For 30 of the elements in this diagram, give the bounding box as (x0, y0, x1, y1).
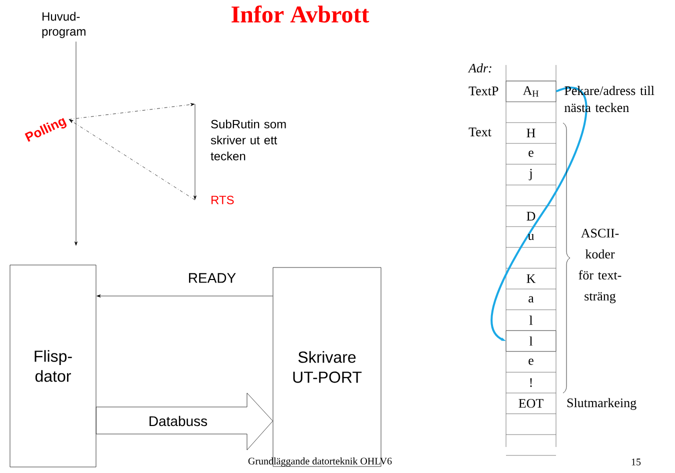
memory-cell: l (506, 330, 556, 352)
subroutine-label: SubRutin som skriver ut ett tecken (210, 120, 286, 160)
cell-text: K (526, 274, 536, 283)
address-heading: Adr: (468, 63, 492, 73)
memory-cell: A$_{H}$ (506, 80, 556, 102)
cell-text: u (528, 234, 534, 240)
brace-note: ASCII- koder för text- sträng (578, 228, 622, 304)
arrow (96, 294, 273, 298)
address-label: Text (468, 128, 492, 136)
cell-text: H (526, 128, 536, 138)
cell-text: EOT (518, 399, 544, 408)
cell-text: e (528, 150, 534, 157)
arrow (74, 41, 78, 246)
arrow (69, 119, 196, 200)
arrow (490, 86, 588, 341)
cell-text: D (526, 212, 536, 220)
arrow (68, 103, 195, 120)
cell-text: j (528, 168, 532, 180)
rts-label: RTS (212, 196, 234, 204)
edge-label: READY (186, 272, 238, 284)
end-marker-note: Slutmarkeing (567, 398, 636, 410)
page-number: 15 (632, 458, 641, 466)
footer-text: Grundläggande datorteknik OHLV6 (248, 457, 392, 467)
computer-box: Flisp- dator (10, 264, 96, 468)
cell-text: a (528, 296, 534, 302)
arrow (194, 104, 197, 200)
cell-text: ! (530, 378, 532, 387)
program-label: Huvud- program (42, 12, 86, 38)
title: Infor Avbrott (232, 5, 370, 23)
edge-label: Databuss (147, 414, 209, 428)
